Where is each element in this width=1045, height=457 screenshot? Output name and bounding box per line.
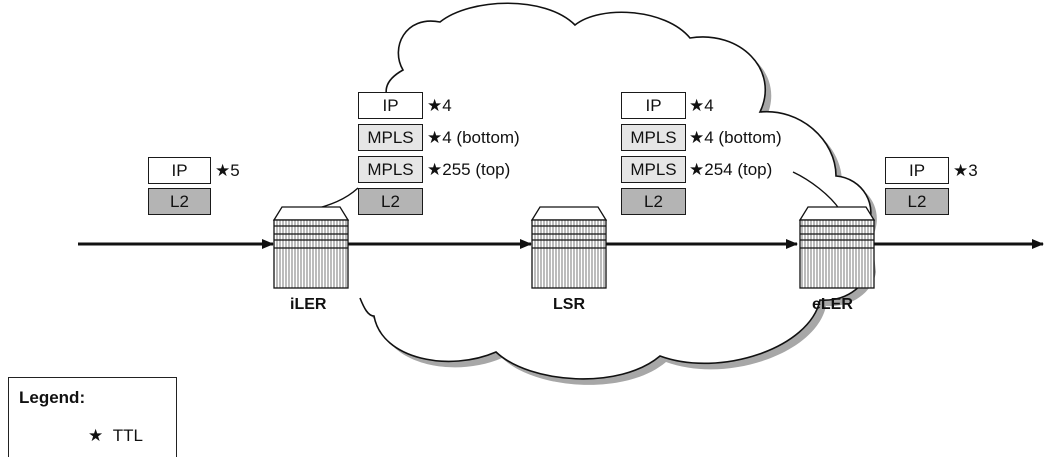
layer-l2: L2 bbox=[358, 188, 423, 215]
layer-ip: IP bbox=[148, 157, 211, 184]
star-icon: ★ bbox=[689, 128, 705, 147]
ttl-value: 4 bbox=[442, 96, 452, 115]
layer-mpls-bottom: MPLS bbox=[358, 124, 423, 151]
ttl-label: ★4 bbox=[689, 92, 714, 119]
ttl-label: ★3 bbox=[953, 157, 978, 184]
layer-l2: L2 bbox=[621, 188, 686, 215]
mpls-cloud bbox=[359, 2, 877, 385]
router-lsr bbox=[530, 206, 608, 289]
ttl-label: ★254 (top) bbox=[689, 156, 772, 183]
router-iler bbox=[272, 206, 350, 289]
legend-entry: ★ TTL bbox=[88, 426, 143, 446]
layer-mpls-top: MPLS bbox=[358, 156, 423, 183]
layer-mpls-top: MPLS bbox=[621, 156, 686, 183]
ttl-label: ★4 bbox=[427, 92, 452, 119]
ttl-value: 254 (top) bbox=[704, 160, 773, 179]
star-icon: ★ bbox=[427, 96, 443, 115]
star-icon: ★ bbox=[953, 161, 969, 180]
layer-mpls-bottom: MPLS bbox=[621, 124, 686, 151]
star-icon: ★ bbox=[88, 426, 104, 445]
ttl-value: 3 bbox=[968, 161, 978, 180]
star-icon: ★ bbox=[689, 96, 705, 115]
ttl-label: ★5 bbox=[215, 157, 240, 184]
star-icon: ★ bbox=[215, 161, 231, 180]
ttl-label: ★4 (bottom) bbox=[427, 124, 520, 151]
router-eler bbox=[798, 206, 876, 289]
layer-ip: IP bbox=[621, 92, 686, 119]
ttl-value: 5 bbox=[230, 161, 240, 180]
layer-l2: L2 bbox=[885, 188, 949, 215]
ttl-value: 4 bbox=[704, 96, 714, 115]
star-icon: ★ bbox=[689, 160, 705, 179]
router-label-iler: iLER bbox=[290, 296, 327, 313]
layer-ip: IP bbox=[885, 157, 949, 184]
router-label-lsr: LSR bbox=[553, 296, 585, 313]
ttl-label: ★4 (bottom) bbox=[689, 124, 782, 151]
legend: Legend: ★ TTL bbox=[8, 377, 177, 457]
legend-title: Legend: bbox=[19, 388, 86, 407]
ttl-label: ★255 (top) bbox=[427, 156, 510, 183]
star-icon: ★ bbox=[427, 128, 443, 147]
layer-ip: IP bbox=[358, 92, 423, 119]
star-icon: ★ bbox=[427, 160, 443, 179]
router-label-eler: eLER bbox=[812, 296, 853, 313]
callout-line-egress bbox=[792, 171, 841, 211]
ttl-value: 4 (bottom) bbox=[704, 128, 782, 147]
legend-meaning: TTL bbox=[112, 426, 143, 445]
ttl-value: 255 (top) bbox=[442, 160, 511, 179]
ttl-value: 4 (bottom) bbox=[442, 128, 520, 147]
layer-l2: L2 bbox=[148, 188, 211, 215]
